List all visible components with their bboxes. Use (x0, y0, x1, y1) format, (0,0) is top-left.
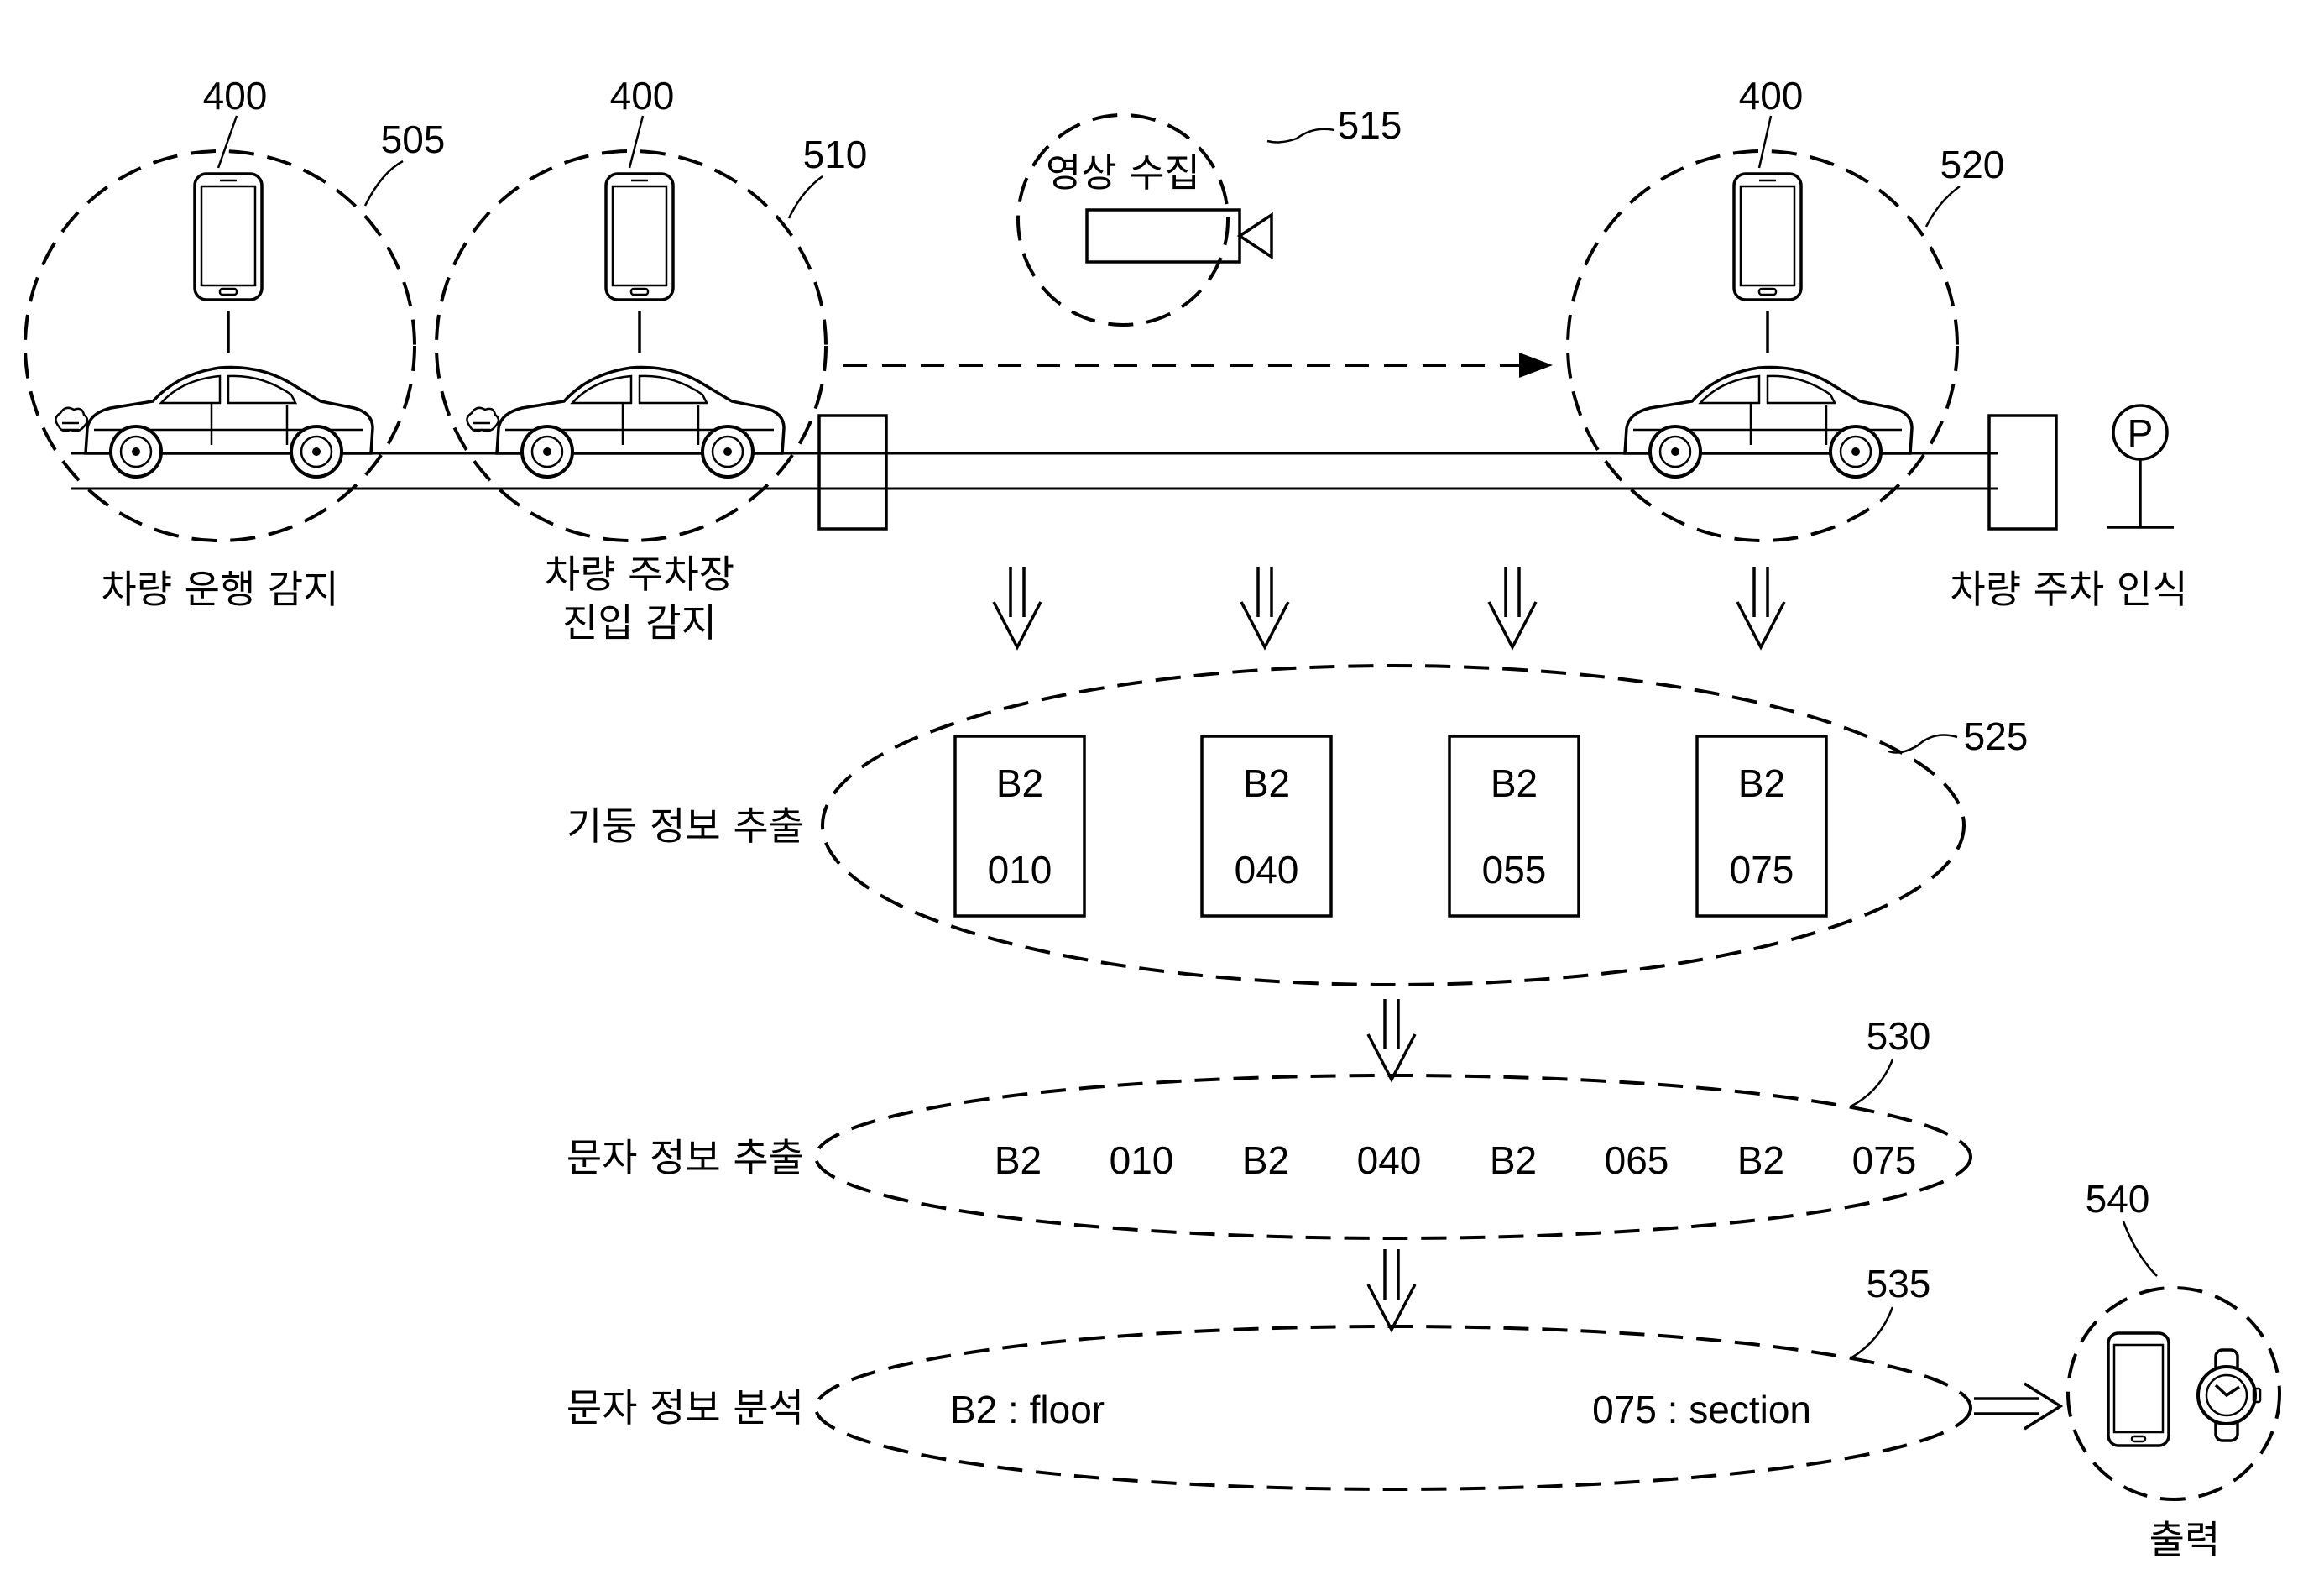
extracted-char: B2 (995, 1138, 1042, 1182)
ref-525: 525 (1964, 714, 2029, 758)
parking-recognize-group: 400 520 차량 주차 인식 (1568, 74, 2188, 612)
smartwatch-icon (2198, 1350, 2260, 1441)
down-arrow-icon (1737, 567, 1784, 647)
pillar-number: 010 (988, 848, 1052, 892)
video-collect-label: 영상 수집 (1046, 150, 1200, 196)
parking-recognize-circle (1568, 151, 1957, 541)
pillar-extract-group: 기둥 정보 추출 B2 010 B2 040 B2 055 B2 075 525 (567, 666, 2029, 985)
drive-detect-label: 차량 운행 감지 (101, 567, 338, 612)
output-group: 540 출력 (2068, 1177, 2280, 1562)
extracted-char: 065 (1605, 1138, 1669, 1182)
video-collect-circle (1018, 115, 1228, 325)
ref-515: 515 (1338, 103, 1402, 147)
ref-400-b: 400 (610, 74, 675, 118)
down-arrow-icon (1489, 567, 1536, 647)
char-extract-group: 문자 정보 추출 B2 010 B2 040 B2 065 B2 075 530 (567, 1014, 1971, 1238)
parking-recognize-label: 차량 주차 인식 (1950, 567, 2187, 612)
ref-400-a: 400 (203, 74, 268, 118)
pillar-floor: B2 (1491, 761, 1538, 805)
parking-sign-icon: P (2107, 405, 2174, 527)
phone-icon (606, 174, 673, 300)
phone-icon (1734, 174, 1801, 300)
svg-text:P: P (2128, 411, 2154, 455)
pillar-number: 040 (1235, 848, 1299, 892)
ref-530: 530 (1867, 1014, 1931, 1058)
pillar-floor: B2 (1738, 761, 1785, 805)
motion-arrow (843, 353, 1553, 378)
ref-540: 540 (2086, 1177, 2150, 1221)
pillar-number: 075 (1730, 848, 1794, 892)
extracted-char: 075 (1852, 1138, 1917, 1182)
pillar-extract-label: 기둥 정보 추출 (567, 803, 804, 849)
extracted-char: 040 (1357, 1138, 1422, 1182)
ref-535: 535 (1867, 1262, 1931, 1305)
ref-520: 520 (1940, 143, 2005, 186)
drive-detect-group: 400 505 차량 운행 감지 (25, 74, 445, 612)
char-extract-label: 문자 정보 추출 (567, 1135, 804, 1180)
exhaust-icon (467, 408, 499, 432)
section-result: 075 : section (1592, 1388, 1811, 1431)
exhaust-icon (55, 408, 87, 432)
pillar-card: B2 075 (1697, 736, 1826, 916)
entry-detect-label-1: 차량 주차장 (545, 552, 734, 597)
car-icon (86, 367, 373, 477)
down-arrow-icon (1241, 567, 1288, 647)
pillar-floor: B2 (1243, 761, 1290, 805)
pillar-number: 055 (1482, 848, 1547, 892)
floor-result: B2 : floor (950, 1388, 1105, 1431)
ref-505: 505 (381, 118, 446, 161)
extracted-char: 010 (1110, 1138, 1174, 1182)
pillar-extract-ellipse (823, 666, 1964, 985)
output-arrow (1974, 1384, 2060, 1429)
pillar-card: B2 055 (1449, 736, 1579, 916)
phone-icon (195, 174, 262, 300)
entry-detect-label-2: 진입 감지 (562, 600, 717, 646)
char-analyze-group: 문자 정보 분석 B2 : floor 075 : section 535 (567, 1262, 1971, 1489)
entry-detect-group: 400 510 차량 주차장 진입 감지 (436, 74, 867, 646)
camera-icon (1087, 210, 1272, 262)
char-analyze-label: 문자 정보 분석 (567, 1385, 804, 1431)
down-arrow-icon (1368, 999, 1415, 1080)
pillar-card: B2 040 (1202, 736, 1331, 916)
output-label: 출력 (2149, 1517, 2221, 1562)
phone-icon (2108, 1333, 2169, 1446)
pillar-floor: B2 (996, 761, 1043, 805)
extracted-char: B2 (1490, 1138, 1537, 1182)
down-arrow-icon (994, 567, 1041, 647)
down-arrow-icon (1368, 1249, 1415, 1330)
entry-detect-circle (436, 151, 826, 541)
parking-gate (1989, 416, 2056, 529)
pillar-card: B2 010 (955, 736, 1084, 916)
video-collect-group: 영상 수집 515 (1018, 103, 1402, 325)
extracted-char: B2 (1242, 1138, 1289, 1182)
drive-detect-circle (25, 151, 415, 541)
extracted-char: B2 (1737, 1138, 1784, 1182)
ref-400-c: 400 (1739, 74, 1804, 118)
car-icon (497, 367, 784, 477)
car-icon (1625, 367, 1912, 477)
entrance-gate (819, 416, 886, 529)
ref-510: 510 (803, 133, 868, 176)
